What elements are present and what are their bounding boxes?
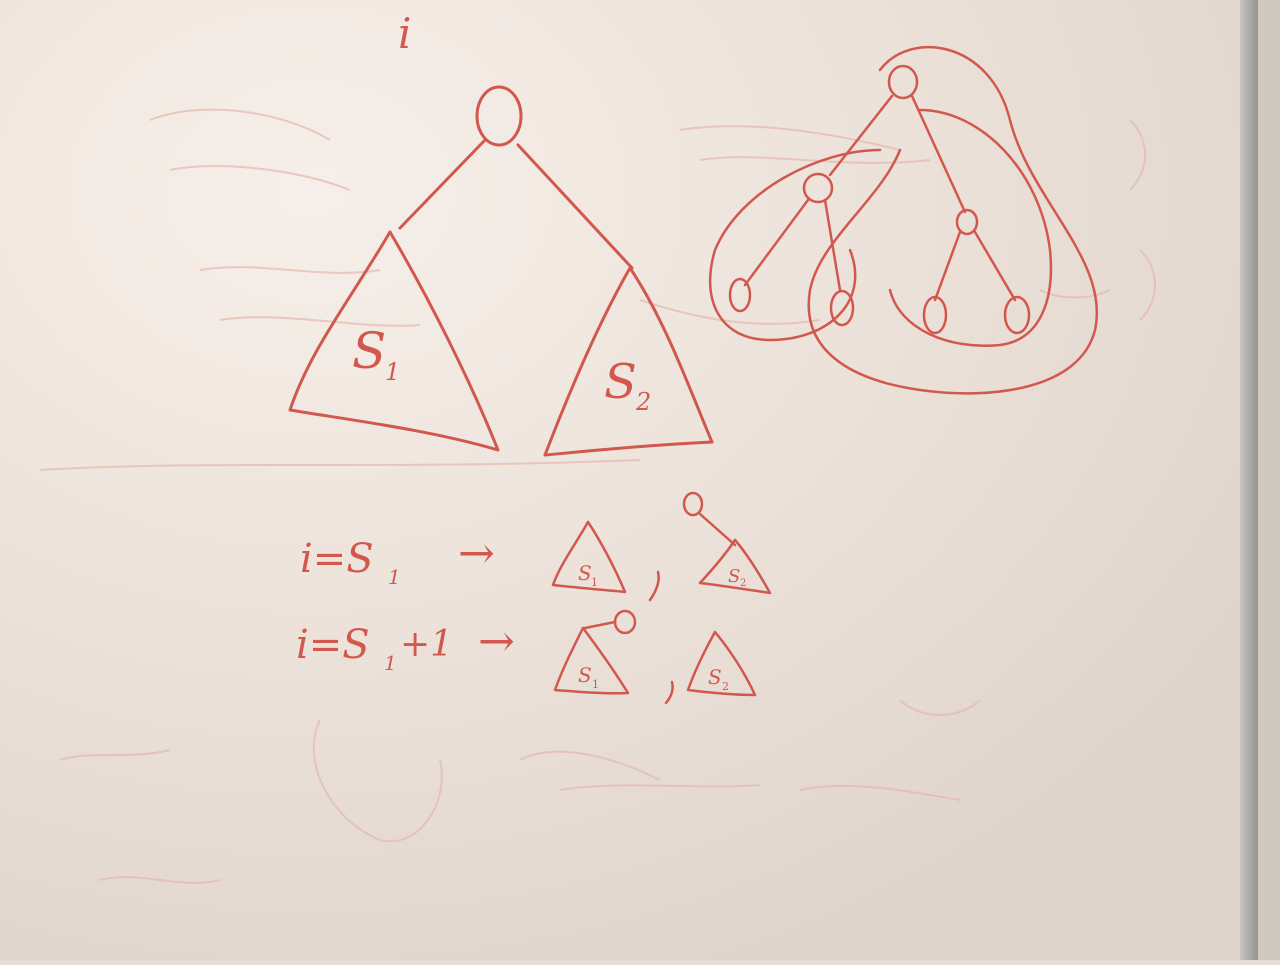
- small-loop-outer: [807, 46, 1098, 395]
- small-leaf-1: [728, 277, 752, 313]
- row1-arrow: →: [458, 528, 495, 579]
- case-row-1: i=S 1 → S 1 S 2: [300, 491, 772, 602]
- row1-mini-s2-sub: 2: [740, 578, 746, 589]
- row1-mini-tri-s1: [551, 520, 627, 594]
- s1-label: S: [352, 322, 386, 380]
- row1-lhs-sub: 1: [388, 565, 401, 589]
- small-leaf-3: [922, 295, 948, 335]
- case-row-2: i=S 1 +1 → S 1 S 2: [296, 609, 757, 705]
- erased-ghost-marks: [39, 108, 1156, 884]
- row2-mini-s2: S: [708, 665, 722, 689]
- row2-arrow: →: [478, 616, 515, 667]
- main-tree-labels: i S 1 S 2: [352, 9, 651, 416]
- board-surface: [0, 0, 1240, 960]
- root-node: [475, 85, 523, 147]
- row1-mini-s2: S: [728, 566, 740, 587]
- small-leaf-4: [1003, 295, 1031, 335]
- row2-plus: +1: [400, 624, 453, 665]
- row1-mini-node: [682, 491, 704, 517]
- small-leaf-2: [829, 289, 855, 327]
- main-tree: [288, 85, 714, 457]
- edge-root-right: [516, 143, 634, 270]
- row1-mini-s1: S: [578, 561, 592, 585]
- small-left-node: [802, 172, 834, 204]
- small-root-node: [887, 64, 919, 100]
- small-loop-left: [708, 148, 882, 342]
- subtree-s2-triangle: [543, 266, 714, 457]
- small-loop-right: [888, 108, 1053, 347]
- edge-root-left: [398, 138, 487, 230]
- row2-lhs-sub: 1: [384, 651, 397, 675]
- small-tree: [708, 46, 1098, 395]
- row1-lhs: i=S: [300, 536, 374, 582]
- row2-mini-tri-s1: [553, 626, 630, 695]
- subtree-s1-triangle: [288, 230, 500, 452]
- root-label-i: i: [398, 9, 411, 58]
- s1-sub-label: 1: [385, 358, 400, 386]
- s2-sub-label: 2: [635, 388, 651, 416]
- row2-mini-tri-s2: [686, 630, 757, 697]
- row2-mini-s2-sub: 2: [722, 680, 729, 693]
- row2-mini-s1: S: [578, 663, 592, 687]
- row2-lhs: i=S: [296, 622, 370, 668]
- s2-label: S: [604, 354, 637, 410]
- row1-mini-s1-sub: 1: [591, 576, 598, 589]
- wall: [1258, 0, 1280, 960]
- row1-mini-tri-s2: [698, 538, 772, 595]
- small-right-node: [955, 208, 979, 236]
- row2-mini-s1-sub: 1: [592, 678, 599, 691]
